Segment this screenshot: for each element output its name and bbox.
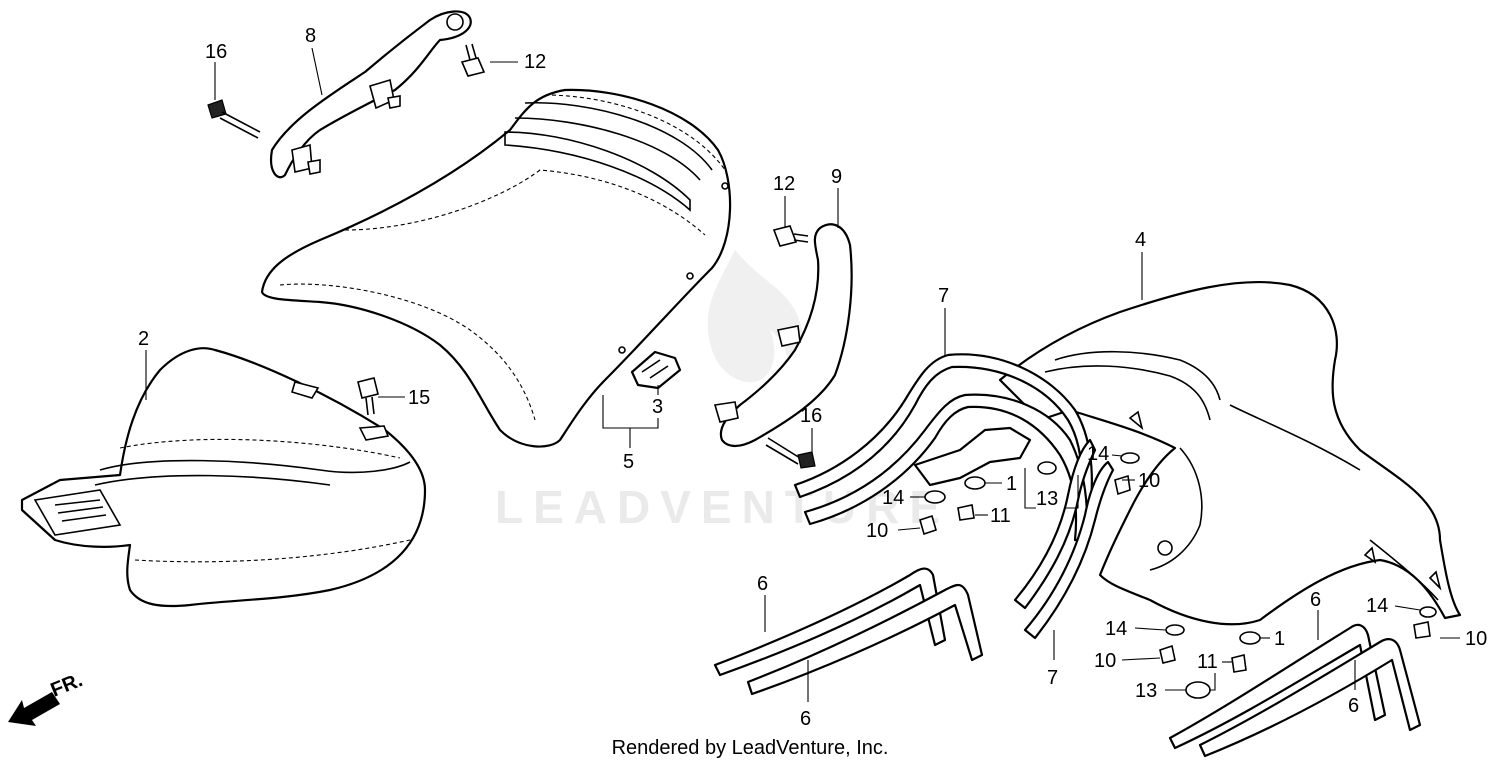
callout-8: 8 (305, 25, 316, 47)
footer-credit: Rendered by LeadVenture, Inc. (611, 737, 889, 759)
callout-11b: 11 (1197, 651, 1218, 673)
callout-1b: 1 (1274, 628, 1285, 650)
hardware-cluster-right[interactable] (1114, 452, 1437, 699)
front-label: FR. (48, 669, 86, 701)
callout-13b: 13 (1135, 680, 1157, 702)
callout-2: 2 (138, 328, 149, 350)
callout-labels: 16 8 12 2 15 3 5 12 9 16 4 7 7 6 6 6 6 1… (138, 25, 1487, 730)
seat-clip[interactable] (630, 350, 682, 390)
callout-15: 15 (408, 387, 430, 409)
rear-seat[interactable] (260, 88, 732, 448)
callout-14c: 14 (1105, 618, 1127, 640)
bolt-16-mid[interactable] (765, 437, 816, 469)
cowl-bracket[interactable] (913, 426, 1032, 487)
rear-cowl[interactable] (998, 280, 1462, 626)
callout-6: 6 (757, 573, 768, 595)
callout-11: 11 (990, 505, 1011, 527)
callout-4: 4 (1135, 229, 1146, 251)
callout-6c: 6 (1310, 589, 1321, 611)
callout-10c: 10 (1094, 650, 1116, 672)
callout-12b: 12 (773, 173, 795, 195)
callout-16: 16 (205, 41, 227, 63)
callout-10d: 10 (1465, 628, 1487, 650)
callout-7b: 7 (1047, 667, 1058, 689)
callout-1: 1 (1006, 473, 1017, 495)
callout-7: 7 (938, 285, 949, 307)
grab-rail-left[interactable] (270, 10, 472, 179)
trim-strip-lower[interactable] (1013, 438, 1115, 640)
callout-6d: 6 (1348, 695, 1359, 717)
bolt-12-top[interactable] (460, 43, 486, 77)
arrow-icon (8, 692, 60, 726)
callout-3: 3 (652, 396, 663, 418)
bolt-16-top[interactable] (207, 99, 261, 139)
grab-rail-right[interactable] (713, 223, 853, 448)
bolt-15[interactable] (357, 377, 379, 416)
callout-14b: 14 (1087, 443, 1109, 465)
leader-lines (145, 47, 1460, 702)
callout-5: 5 (623, 451, 634, 473)
front-direction-arrow: FR. (8, 669, 86, 726)
callout-9: 9 (831, 166, 842, 188)
trim-strip-right-pair[interactable] (1168, 623, 1422, 758)
callout-6b: 6 (800, 708, 811, 730)
callout-14: 14 (882, 487, 904, 509)
front-seat[interactable] (20, 347, 427, 608)
trim-strip-left-pair[interactable] (713, 567, 984, 696)
hardware-cluster-left[interactable] (919, 461, 1057, 536)
callout-14d: 14 (1366, 595, 1388, 617)
callout-10: 10 (866, 520, 888, 542)
bolt-12-mid[interactable] (772, 225, 809, 247)
callout-12: 12 (524, 51, 546, 73)
callout-13: 13 (1036, 488, 1058, 510)
callout-16b: 16 (800, 405, 822, 427)
callout-10b: 10 (1138, 470, 1160, 492)
